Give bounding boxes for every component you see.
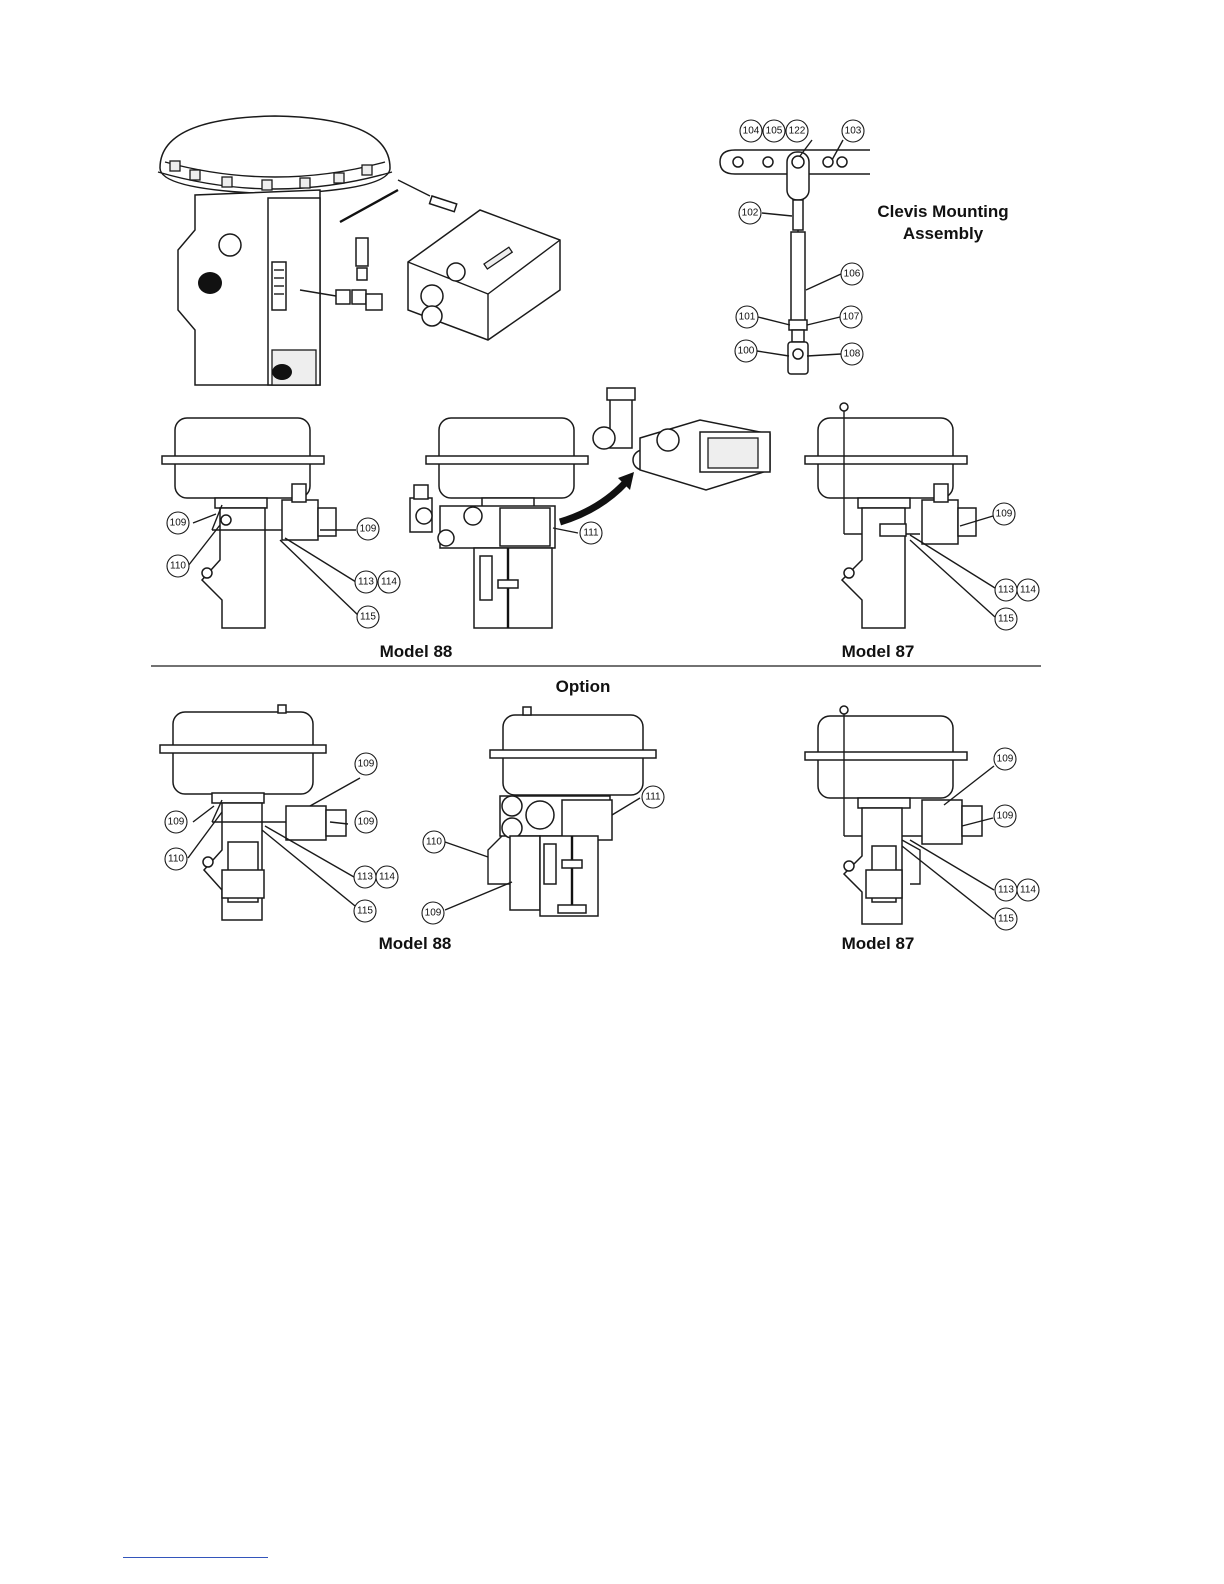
center-bottom-view — [445, 707, 656, 916]
callout-109: 109 — [994, 748, 1016, 770]
callout-number: 105 — [766, 126, 783, 137]
callout-111: 111 — [580, 522, 602, 544]
callout-106: 106 — [841, 263, 863, 285]
callout-number: 109 — [996, 509, 1013, 520]
callout-101: 101 — [736, 306, 758, 328]
callout-110: 110 — [167, 555, 189, 577]
model-88-bottom-view: Model 88 — [160, 705, 451, 953]
callout-102: 102 — [739, 202, 761, 224]
callout-number: 115 — [998, 614, 1014, 625]
footer-rule — [123, 1557, 268, 1558]
callout-number: 108 — [844, 349, 861, 360]
callout-number: 115 — [998, 914, 1014, 925]
callout-number: 100 — [738, 346, 755, 357]
exploded-actuator-view — [158, 116, 560, 385]
callout-115: 115 — [354, 900, 376, 922]
callout-109: 109 — [355, 753, 377, 775]
center-top-view — [410, 388, 770, 628]
callout-109: 109 — [355, 811, 377, 833]
callout-number: 101 — [739, 312, 756, 323]
callout-113: 113 — [995, 879, 1017, 901]
option-heading: Option — [556, 677, 611, 696]
callout-number: 111 — [583, 528, 599, 539]
callout-113: 113 — [995, 579, 1017, 601]
callout-number: 115 — [357, 906, 373, 917]
model-88-bottom-label: Model 88 — [379, 934, 452, 953]
callout-number: 109 — [168, 817, 185, 828]
callout-number: 109 — [358, 817, 375, 828]
model-87-top-label: Model 87 — [842, 642, 915, 661]
callout-number: 114 — [381, 577, 397, 588]
callout-115: 115 — [995, 908, 1017, 930]
callout-number: 109 — [997, 754, 1014, 765]
callout-108: 108 — [841, 343, 863, 365]
callout-100: 100 — [735, 340, 757, 362]
callout-104: 104 — [740, 120, 762, 142]
callout-number: 106 — [844, 269, 861, 280]
model-87-top-view: Model 87 — [805, 403, 995, 661]
model-87-bottom-label: Model 87 — [842, 934, 915, 953]
callout-number: 110 — [168, 854, 184, 865]
callout-number: 113 — [998, 885, 1014, 896]
callout-113: 113 — [355, 571, 377, 593]
callout-115: 115 — [995, 608, 1017, 630]
callout-122: 122 — [786, 120, 808, 142]
callout-number: 114 — [1020, 885, 1036, 896]
clevis-mounting-assembly: Clevis Mounting Assembly — [720, 140, 1009, 374]
callout-110: 110 — [423, 831, 445, 853]
callout-number: 103 — [845, 126, 862, 137]
callout-115: 115 — [357, 606, 379, 628]
callout-109: 109 — [994, 805, 1016, 827]
callout-number: 113 — [357, 872, 373, 883]
model-88-top-view: Model 88 — [162, 418, 452, 661]
callout-103: 103 — [842, 120, 864, 142]
callout-number: 110 — [170, 561, 186, 572]
callout-number: 114 — [379, 872, 395, 883]
callout-114: 114 — [376, 866, 398, 888]
callout-114: 114 — [1017, 579, 1039, 601]
callout-number: 109 — [170, 518, 187, 529]
callout-109: 109 — [357, 518, 379, 540]
callout-number: 111 — [645, 792, 661, 803]
callout-114: 114 — [378, 571, 400, 593]
callout-number: 113 — [358, 577, 374, 588]
clevis-title-line2: Assembly — [903, 224, 984, 243]
model-87-bottom-view: Model 87 — [805, 706, 994, 953]
callout-number: 122 — [789, 126, 806, 137]
callout-number: 109 — [358, 759, 375, 770]
clevis-title-line1: Clevis Mounting — [877, 202, 1008, 221]
callout-113: 113 — [354, 866, 376, 888]
callout-number: 109 — [997, 811, 1014, 822]
callout-number: 104 — [743, 126, 760, 137]
callout-number: 107 — [843, 312, 860, 323]
callout-110: 110 — [165, 848, 187, 870]
callout-109: 109 — [422, 902, 444, 924]
callout-109: 109 — [993, 503, 1015, 525]
callout-109: 109 — [165, 811, 187, 833]
callout-105: 105 — [763, 120, 785, 142]
model-88-top-label: Model 88 — [380, 642, 453, 661]
callout-number: 109 — [360, 524, 377, 535]
callout-111: 111 — [642, 786, 664, 808]
callout-number: 102 — [742, 208, 759, 219]
callout-114: 114 — [1017, 879, 1039, 901]
callout-number: 113 — [998, 585, 1014, 596]
callout-107: 107 — [840, 306, 862, 328]
callout-number: 110 — [426, 837, 442, 848]
callout-109: 109 — [167, 512, 189, 534]
callout-number: 109 — [425, 908, 442, 919]
callout-number: 115 — [360, 612, 376, 623]
callout-number: 114 — [1020, 585, 1036, 596]
